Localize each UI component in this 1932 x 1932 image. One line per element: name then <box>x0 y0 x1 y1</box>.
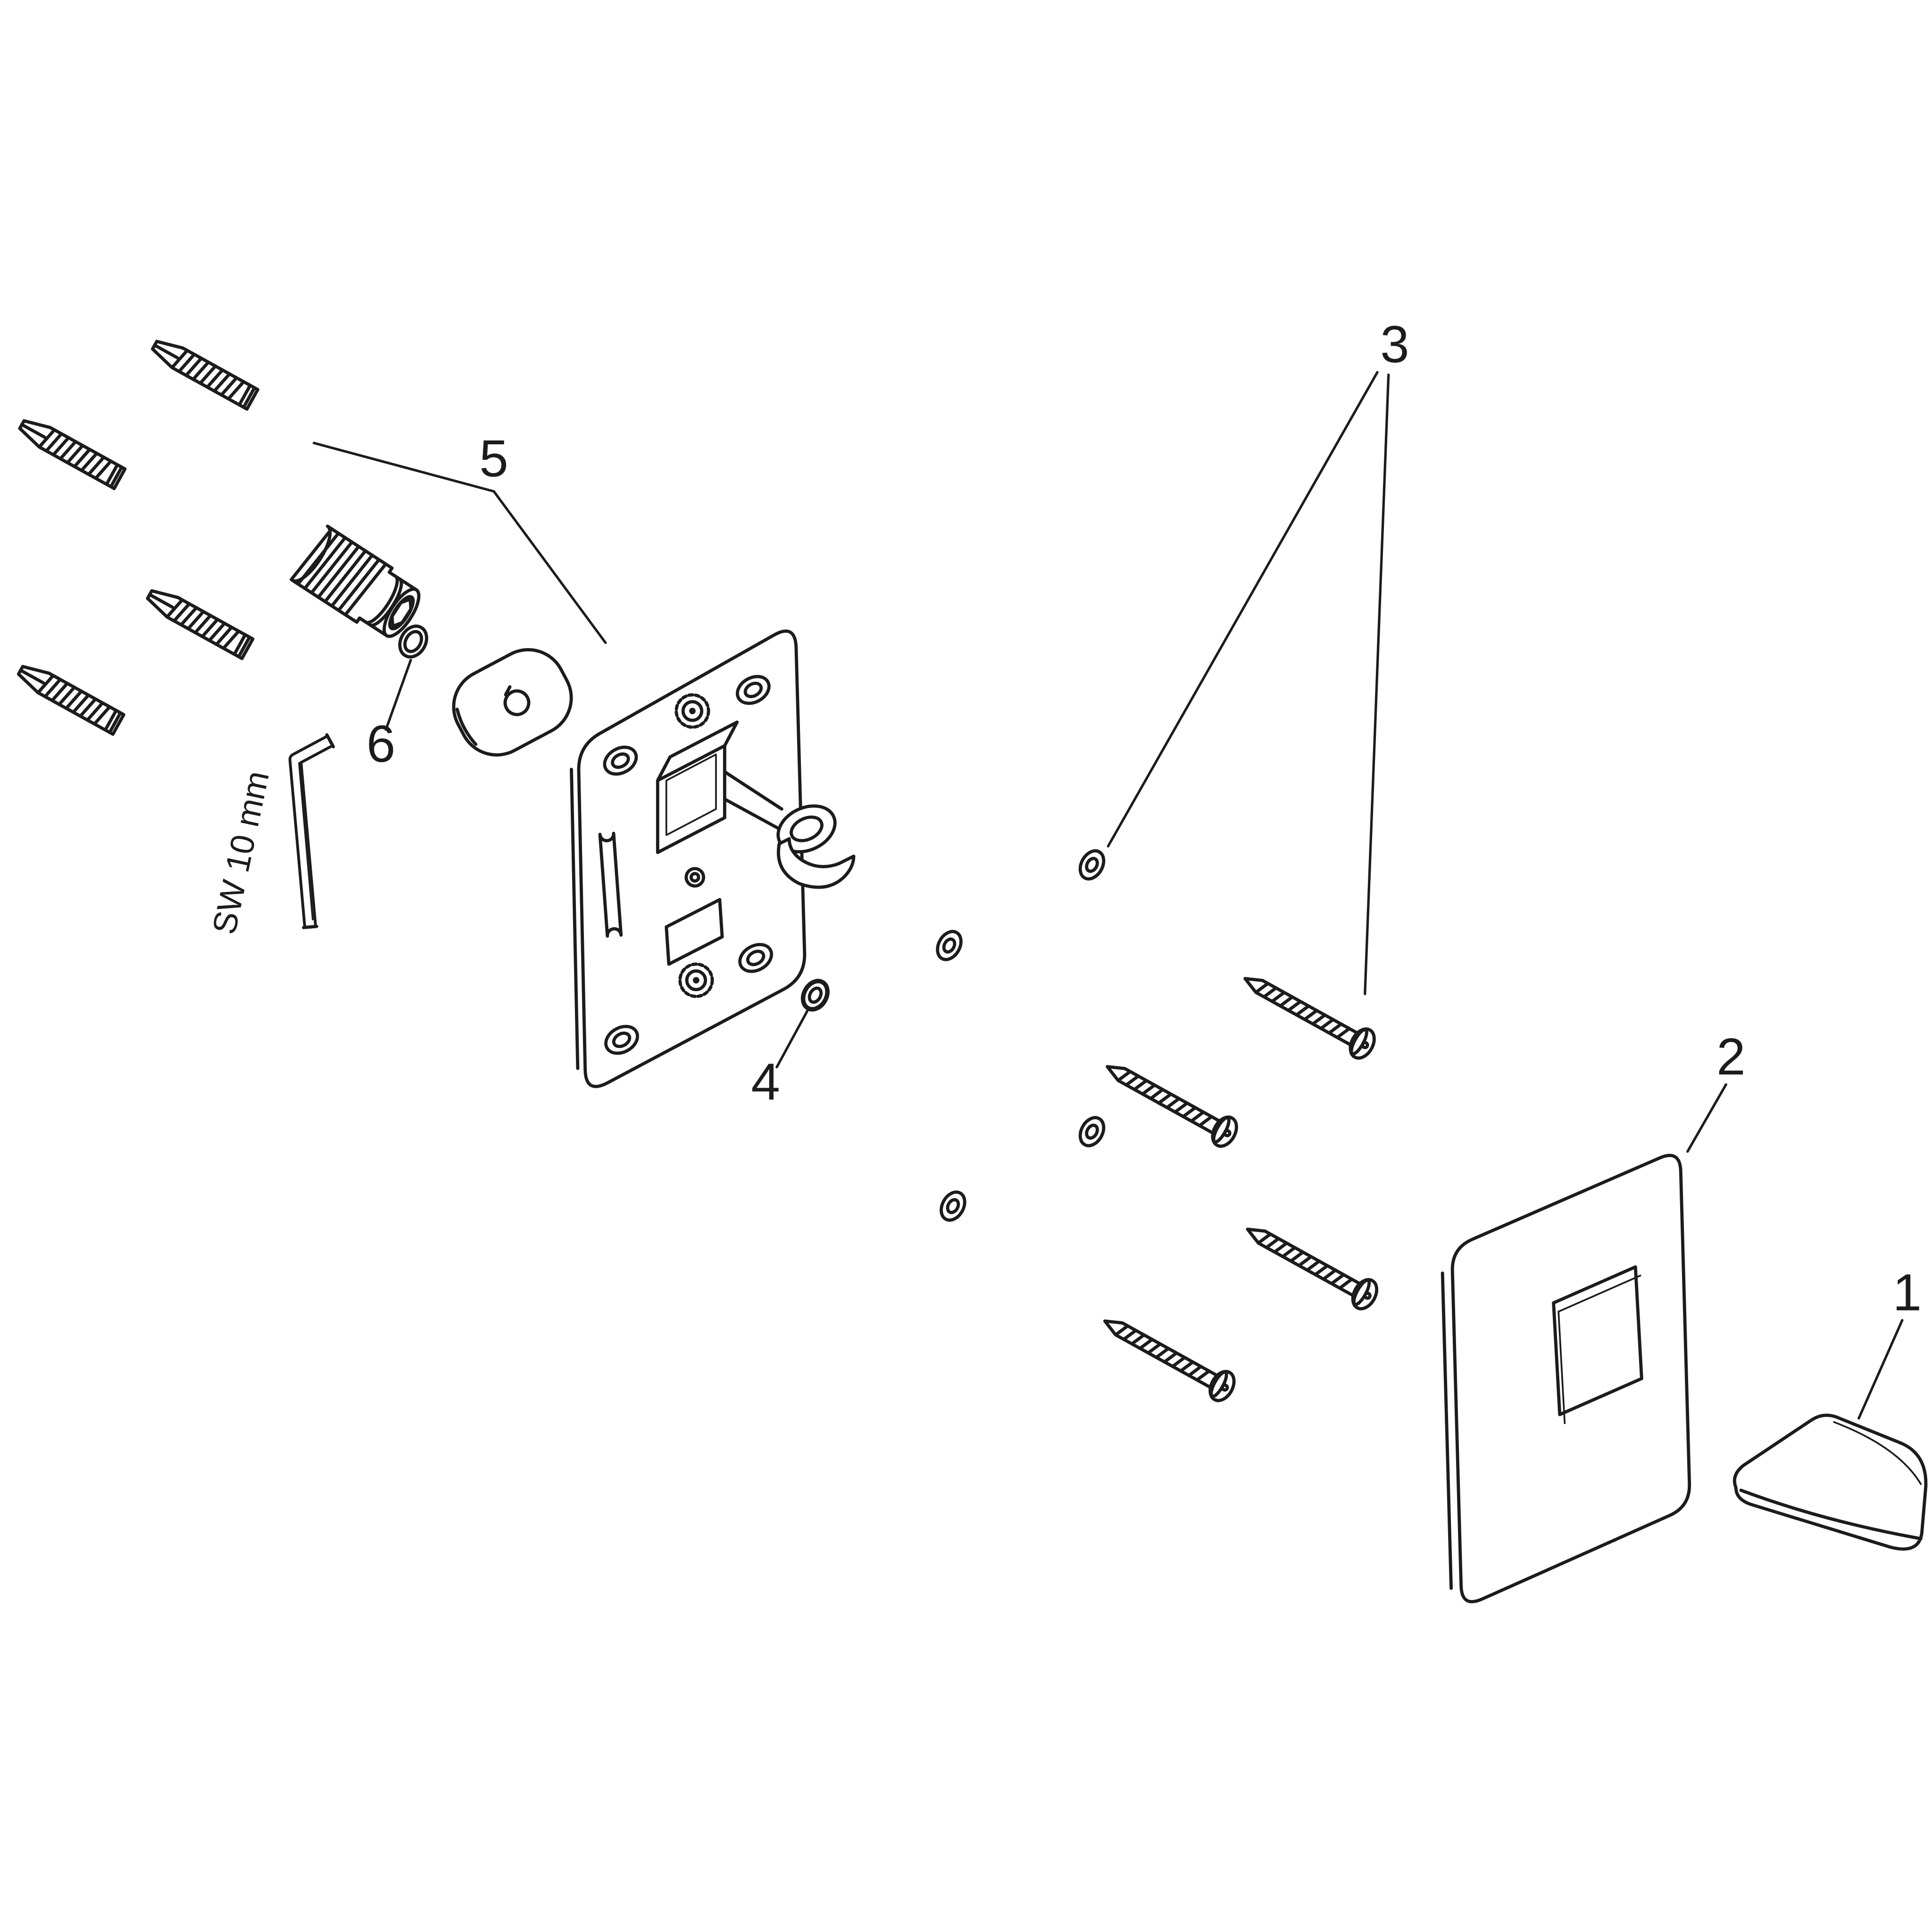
threaded-nipple-icon <box>290 525 421 638</box>
washer-icon-2 <box>933 927 966 964</box>
screw-icon-1 <box>1238 965 1379 1062</box>
label-wrench-size: SW 10 mm <box>206 768 276 938</box>
wall-anchor-icon-3 <box>144 585 253 658</box>
plate-pin-hole <box>684 867 706 888</box>
plate-pin-hole-inner <box>689 872 700 883</box>
screw-icon-2 <box>1100 1053 1241 1150</box>
leader-line-part-3b <box>1364 373 1390 995</box>
oval-escutcheon-icon <box>452 648 573 757</box>
cover-plate-icon <box>1441 1154 1691 1604</box>
leader-line-part-5 <box>312 441 607 644</box>
leader-line-part-6 <box>384 658 412 731</box>
label-part-6: 6 <box>366 715 395 773</box>
wall-anchor-icon-4 <box>15 660 124 734</box>
mounting-plate-icon <box>570 629 856 1088</box>
serrated-washer-icon <box>675 693 710 729</box>
label-part-4: 4 <box>751 1053 780 1111</box>
handle-icon <box>1732 1414 1928 1551</box>
label-part-5: 5 <box>479 430 508 488</box>
plate-window <box>665 898 724 966</box>
washer-icon-3 <box>1075 1114 1108 1150</box>
retaining-ring-icon <box>398 625 428 659</box>
wall-anchor-icon-1 <box>149 335 258 409</box>
leader-line-part-4 <box>775 1008 809 1069</box>
wall-anchor-icon-2 <box>17 415 125 488</box>
serrated-washer-icon <box>678 962 714 998</box>
allen-key-icon <box>288 733 335 929</box>
screw-icon-3 <box>1240 1216 1382 1313</box>
seal-ring-icon <box>800 979 830 1012</box>
leader-line-part-3a <box>1107 371 1379 848</box>
label-part-1: 1 <box>1893 1264 1922 1322</box>
plate-slot <box>598 832 623 938</box>
bracket-mechanism-icon <box>656 720 856 889</box>
washer-icon-1 <box>1075 847 1108 883</box>
washer-icon-4 <box>937 1188 970 1224</box>
label-part-3: 3 <box>1380 316 1409 374</box>
leader-line-part-1 <box>1857 1319 1904 1420</box>
label-part-2: 2 <box>1716 1028 1745 1086</box>
screw-icon-4 <box>1097 1307 1239 1405</box>
leader-line-part-2 <box>1686 1083 1727 1153</box>
